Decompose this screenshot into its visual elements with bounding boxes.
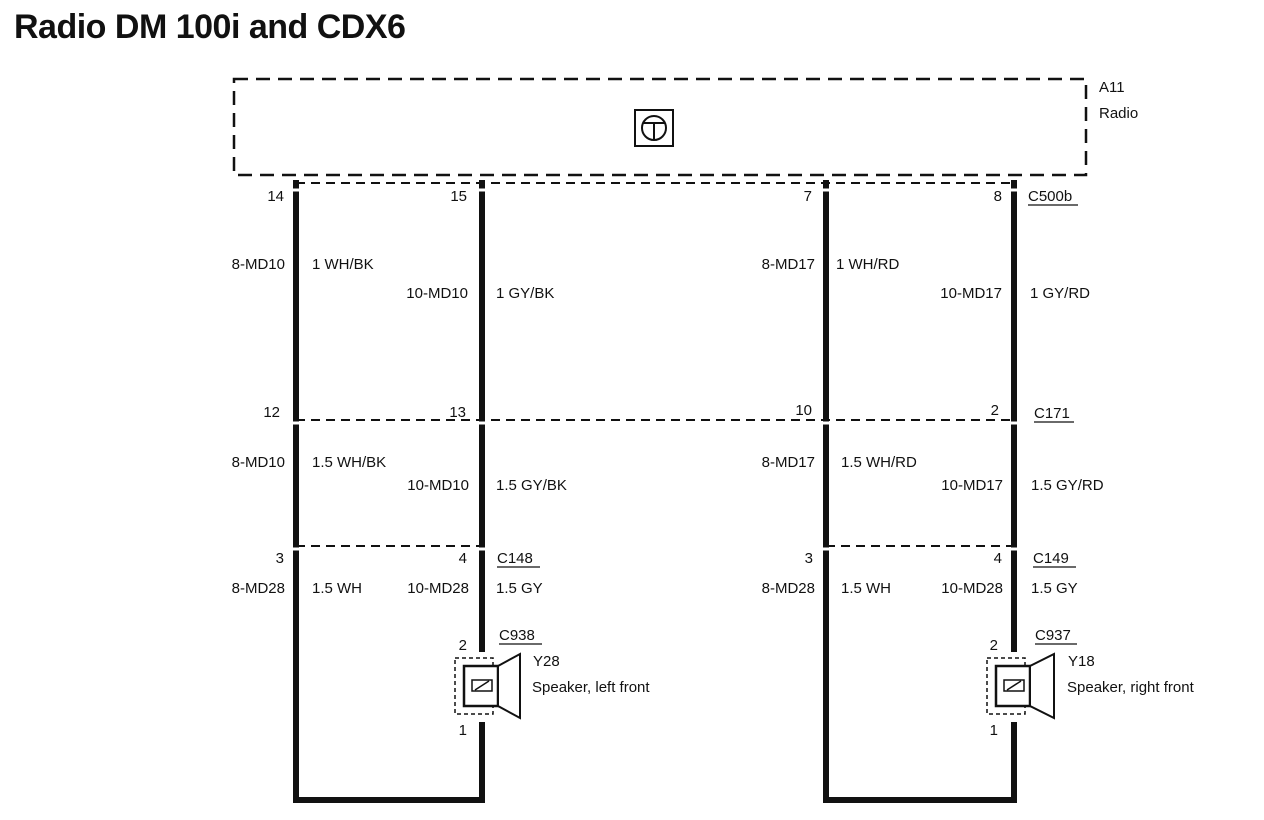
connector-break-marks xyxy=(290,188,1020,551)
c149-label: C149 xyxy=(1033,550,1069,567)
c148-pin-1: 3 xyxy=(276,550,284,567)
speaker-right-id: Y18 xyxy=(1068,653,1095,670)
radio-module-box xyxy=(232,77,1088,177)
upper-wire-2-circuit: 10-MD10 xyxy=(406,285,468,302)
c500b-pin-4: 8 xyxy=(994,188,1002,205)
lower-wire-2-spec: 1.5 GY xyxy=(496,580,543,597)
c938-pin-1: 1 xyxy=(459,722,467,739)
c149-pin-2: 4 xyxy=(994,550,1002,567)
upper-wire-2-spec: 1 GY/BK xyxy=(496,285,554,302)
middle-wire-4-spec: 1.5 GY/RD xyxy=(1031,477,1104,494)
middle-wire-4-circuit: 10-MD17 xyxy=(941,477,1003,494)
component-name: Radio xyxy=(1099,105,1138,122)
upper-wire-1-spec: 1 WH/BK xyxy=(312,256,374,273)
lower-wire-4-spec: 1.5 GY xyxy=(1031,580,1078,597)
middle-wire-1-spec: 1.5 WH/BK xyxy=(312,454,386,471)
speaker-right-icon xyxy=(994,652,1055,720)
wire-left-loop xyxy=(293,180,485,803)
c938-label: C938 xyxy=(499,627,535,644)
c937-label: C937 xyxy=(1035,627,1071,644)
c149-pin-1: 3 xyxy=(805,550,813,567)
c148-label: C148 xyxy=(497,550,533,567)
component-id: A11 xyxy=(1099,79,1125,96)
lower-wire-1-circuit: 8-MD28 xyxy=(232,580,285,597)
c500b-pin-1: 14 xyxy=(267,188,284,205)
middle-wire-3-circuit: 8-MD17 xyxy=(762,454,815,471)
c500b-label: C500b xyxy=(1028,188,1072,205)
c171-label: C171 xyxy=(1034,405,1070,422)
c938-pin-2: 2 xyxy=(459,637,467,654)
middle-wire-2-circuit: 10-MD10 xyxy=(407,477,469,494)
speaker-right-name: Speaker, right front xyxy=(1067,679,1195,696)
c937-pin-1: 1 xyxy=(990,722,998,739)
lower-wire-3-spec: 1.5 WH xyxy=(841,580,891,597)
speaker-left-icon xyxy=(462,652,521,720)
lower-wire-3-circuit: 8-MD28 xyxy=(762,580,815,597)
page-title: Radio DM 100i and CDX6 xyxy=(14,8,406,46)
wire-right-loop xyxy=(823,180,1017,803)
speaker-left-id: Y28 xyxy=(533,653,560,670)
c171-pin-1: 12 xyxy=(263,404,280,421)
middle-wire-2-spec: 1.5 GY/BK xyxy=(496,477,567,494)
c500b-pin-2: 15 xyxy=(450,188,467,205)
radio-icon xyxy=(634,109,674,147)
c171-pin-4: 2 xyxy=(991,402,999,419)
middle-wire-3-spec: 1.5 WH/RD xyxy=(841,454,917,471)
c171-pin-3: 10 xyxy=(795,402,812,419)
lower-wire-4-circuit: 10-MD28 xyxy=(941,580,1003,597)
lower-wire-2-circuit: 10-MD28 xyxy=(407,580,469,597)
speaker-left-name: Speaker, left front xyxy=(532,679,650,696)
upper-wire-4-spec: 1 GY/RD xyxy=(1030,285,1090,302)
upper-wire-4-circuit: 10-MD17 xyxy=(940,285,1002,302)
c937-pin-2: 2 xyxy=(990,637,998,654)
c171-pin-2: 13 xyxy=(449,404,466,421)
middle-wire-1-circuit: 8-MD10 xyxy=(232,454,285,471)
c148-pin-2: 4 xyxy=(459,550,467,567)
upper-wire-1-circuit: 8-MD10 xyxy=(232,256,285,273)
lower-wire-1-spec: 1.5 WH xyxy=(312,580,362,597)
upper-wire-3-circuit: 8-MD17 xyxy=(762,256,815,273)
c500b-pin-3: 7 xyxy=(804,188,812,205)
upper-wire-3-spec: 1 WH/RD xyxy=(836,256,900,273)
